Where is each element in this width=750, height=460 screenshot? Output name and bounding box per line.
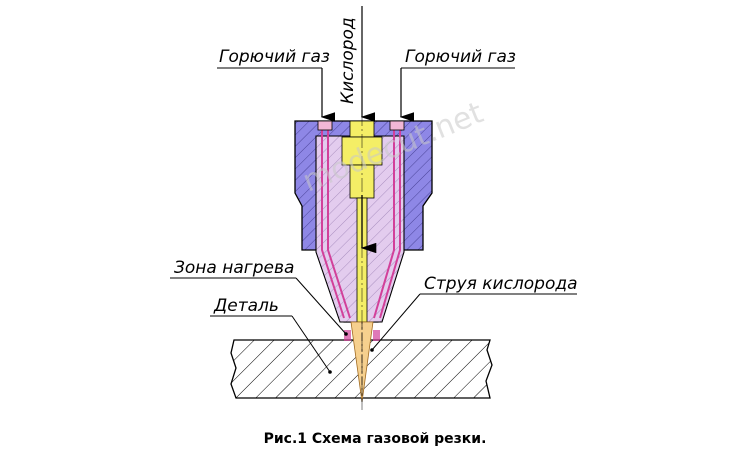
fuel-gas-arrow-right bbox=[399, 67, 515, 122]
heating-zone-label: Зона нагрева bbox=[174, 258, 294, 278]
fuel-gas-left-label: Горючий газ bbox=[219, 47, 330, 67]
oxygen-label: Кислород bbox=[338, 17, 358, 104]
fuel-gas-channel-left bbox=[317, 120, 351, 319]
fuel-gas-right-label: Горючий газ bbox=[405, 47, 516, 67]
fuel-gas-arrow-left bbox=[217, 67, 336, 122]
workpiece-leader bbox=[210, 315, 332, 374]
workpiece-label: Деталь bbox=[213, 296, 279, 316]
oxygen-jet-leader bbox=[370, 293, 577, 352]
heating-zone-leader bbox=[170, 277, 348, 336]
heating-zone-marks bbox=[344, 330, 380, 341]
fuel-gas-channel-right bbox=[373, 120, 405, 319]
oxygen-jet-label: Струя кислорода bbox=[424, 274, 578, 294]
figure-caption: Рис.1 Схема газовой резки. bbox=[264, 431, 487, 447]
